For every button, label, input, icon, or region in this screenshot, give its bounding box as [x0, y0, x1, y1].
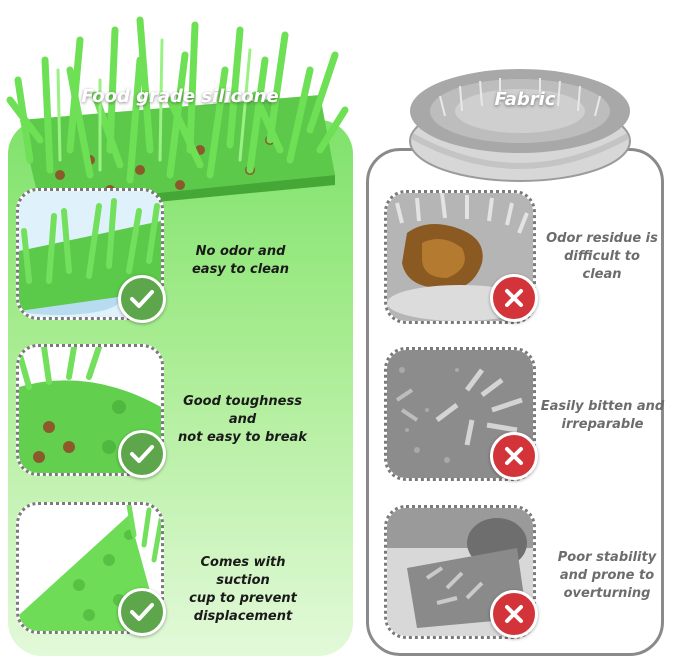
silicone-feature-3: Comes with suction cup to prevent displa…: [189, 555, 297, 624]
fabric-snuffle-mat-image: [409, 69, 631, 182]
cross-icon: [490, 590, 538, 638]
silicone-grass-mat-image: [6, 16, 349, 213]
silicone-title: Food grade silicone: [81, 86, 279, 107]
cross-icon: [490, 274, 538, 322]
fabric-feature-2: Easily bitten and irreparable: [540, 399, 665, 432]
check-icon: [118, 430, 166, 478]
cross-icon: [490, 432, 538, 480]
silicone-feature-1: No odor and easy to clean: [191, 244, 289, 277]
fabric-thumb-overturn: [384, 505, 536, 639]
check-icon: [118, 275, 166, 323]
fabric-thumb-bitten: [384, 347, 536, 481]
silicone-feature-2: Good toughness and not easy to break: [178, 394, 307, 445]
check-icon: [118, 588, 166, 636]
fabric-title: Fabric: [494, 89, 556, 110]
fabric-feature-3: Poor stability and prone to overturning: [557, 550, 657, 601]
fabric-feature-1: Odor residue is difficult to clean: [546, 231, 658, 282]
